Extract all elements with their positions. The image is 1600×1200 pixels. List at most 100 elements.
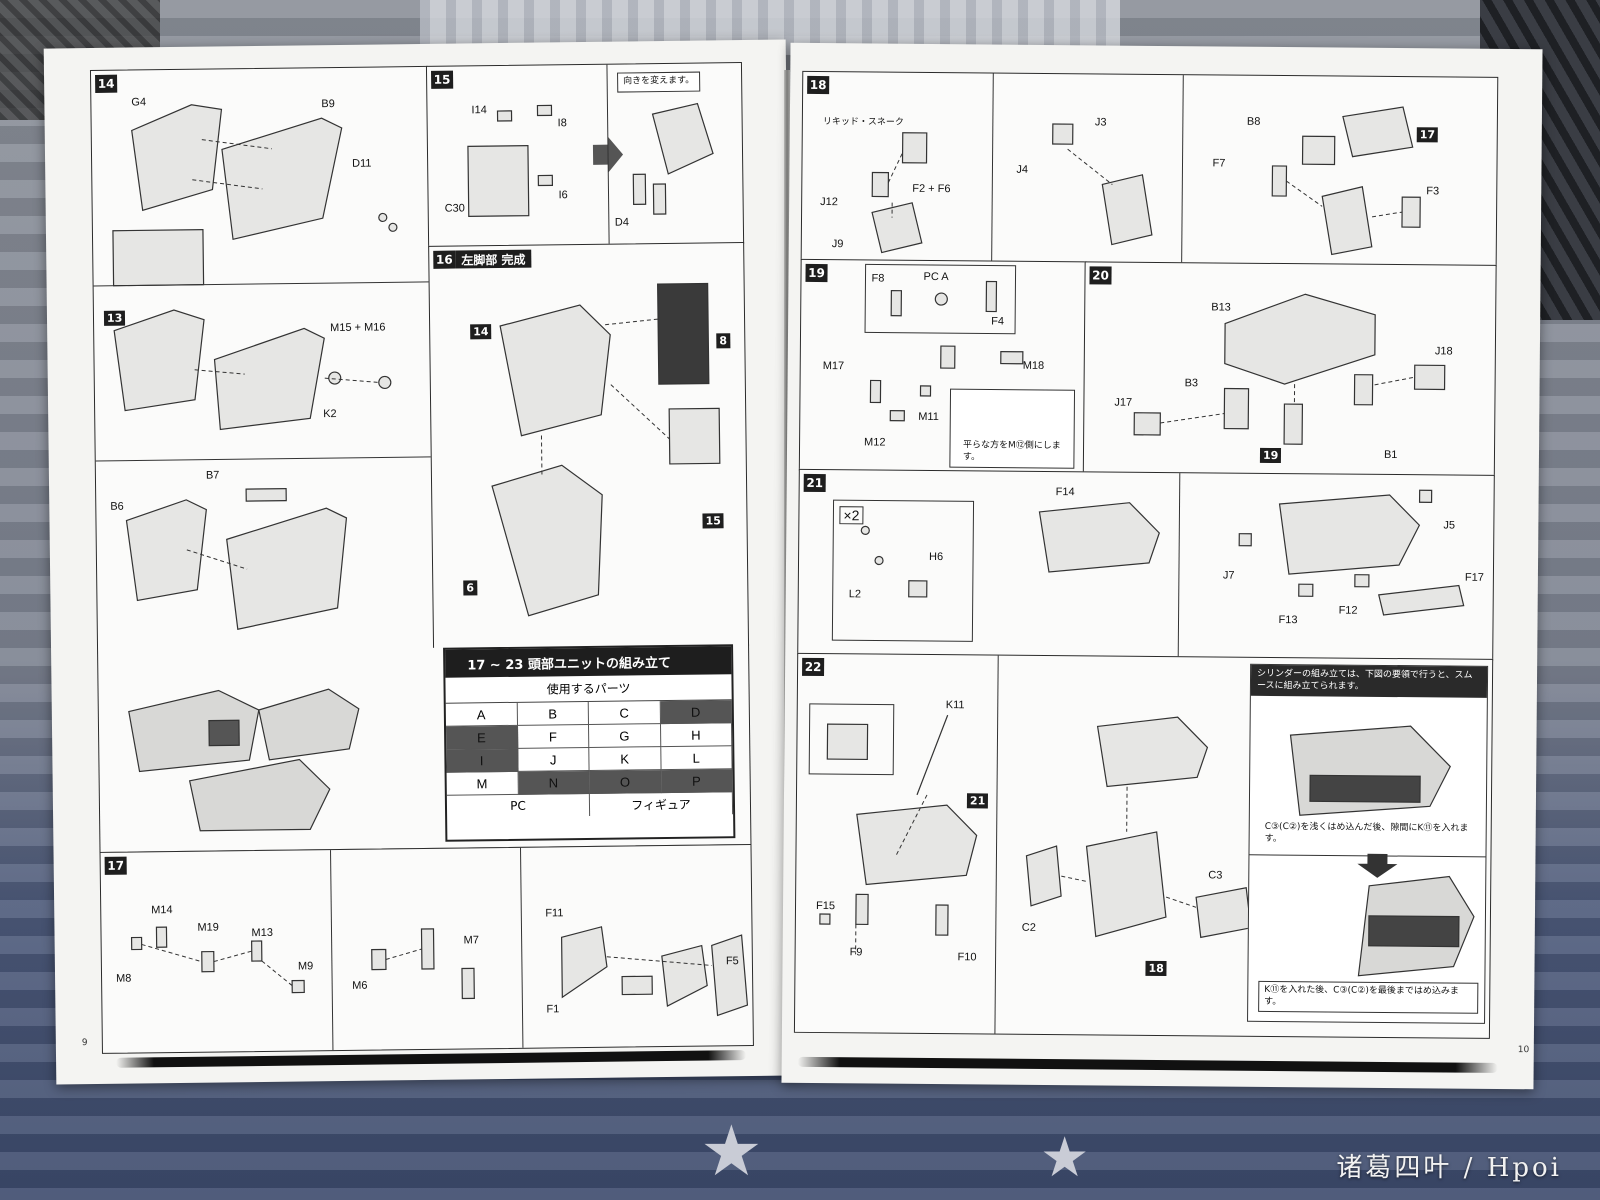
part-label: B1	[1383, 448, 1398, 462]
part-label: H6	[929, 550, 944, 564]
part-label: I14	[471, 104, 487, 117]
watermark: 诸葛四叶 / Hpoi	[1336, 1153, 1562, 1183]
parts-cell-g: G	[589, 724, 661, 748]
part-label: M15 + M16	[330, 321, 386, 335]
brush-stroke	[797, 1056, 1498, 1073]
part-label: リキッド・スネーク	[822, 116, 904, 127]
parts-cell-o: O	[589, 770, 662, 794]
star-decoration: ★	[1040, 1125, 1090, 1189]
part-label: M18	[1022, 359, 1045, 372]
subassembly-label: 15	[702, 513, 724, 529]
part-label: I6	[558, 189, 568, 202]
subassembly-label: 6	[463, 580, 478, 596]
parts-table-subtitle: 使用するパーツ	[445, 674, 732, 704]
part-label: J5	[1443, 519, 1456, 532]
part-label: M19	[197, 921, 219, 934]
parts-cell-l: L	[660, 746, 733, 771]
step-14-drawing	[93, 104, 432, 630]
subassembly-label: 21	[966, 793, 989, 809]
parts-cell-d: D	[660, 700, 732, 725]
part-label: L2	[848, 588, 862, 601]
cylinder-drawing	[1249, 725, 1486, 977]
step-16-panel: 16 左脚部 完成 14 8 15 6	[428, 242, 750, 650]
page-number: 9	[81, 1038, 88, 1049]
parts-table-footer: PC フィギュア	[446, 792, 734, 818]
completed-unit-drawing	[128, 688, 360, 832]
part-label: PC A	[923, 270, 949, 284]
orientation-note: 向きを変えます。	[617, 71, 701, 93]
parts-cell-n: N	[518, 770, 590, 795]
part-label: C2	[1021, 921, 1036, 934]
parts-footer-figure: フィギュア	[589, 792, 734, 816]
step-21-panel: 21 ×2 H6 L2 F14 J5 J7 F17 F13 F12	[797, 468, 1495, 661]
parts-cell-j: J	[517, 747, 590, 772]
part-label: F14	[1055, 486, 1075, 499]
left-page: 14 G4	[43, 39, 799, 1085]
subassembly-label: 19	[1259, 447, 1282, 464]
cylinder-note-bottom: K⑪を入れた後、C③(C②)を最後まではめ込みます。	[1258, 980, 1479, 1015]
part-label: K2	[323, 408, 337, 421]
step-14-panel: 14 G4	[89, 65, 436, 654]
part-label: B3	[1184, 377, 1199, 390]
part-label: B13	[1211, 301, 1231, 314]
part-label: M9	[297, 960, 314, 973]
part-label: F15	[815, 899, 836, 913]
part-label: C3	[1208, 869, 1223, 882]
part-label: F1	[546, 1003, 560, 1016]
step-15-panel: 15 I14 I8 C30 I6 D4 向きを変えます。	[425, 62, 745, 248]
subassembly-label: 13	[103, 310, 126, 326]
part-label: M8	[115, 972, 132, 985]
part-label: J7	[1222, 569, 1235, 582]
star-decoration: ★	[700, 1110, 763, 1192]
part-label: B9	[321, 98, 335, 111]
step-16-drawing	[491, 282, 721, 617]
parts-cell-m: M	[446, 771, 519, 796]
subassembly-label: 18	[1145, 960, 1167, 977]
part-label: M13	[251, 926, 273, 940]
part-label: K11	[945, 699, 965, 712]
part-label: J9	[831, 238, 844, 251]
step-19-panel: 19 F8 PC A F4 M17 M18 M11 M12 平らな方をM⑫側にし…	[798, 258, 1087, 474]
cylinder-note-middle: C③(C②)を浅くはめ込んだ後、隙間にK⑪を入れます。	[1259, 818, 1482, 851]
parts-table-title: 17 ~ 23 頭部ユニットの組み立て	[445, 646, 732, 678]
part-label: M17	[822, 360, 845, 373]
step-17-drawing	[130, 847, 749, 1051]
flat-side-note: 平らな方をM⑫側にします。	[962, 440, 1061, 463]
part-label: F5	[725, 955, 739, 968]
part-label: D11	[352, 157, 372, 170]
part-label: D4	[614, 216, 630, 229]
step-20-panel: 20 B13 J18 B3 J17 19 B1	[1082, 261, 1497, 477]
parts-cell-f: F	[517, 724, 590, 749]
part-label: M12	[864, 436, 886, 449]
part-label: F3	[1426, 185, 1440, 198]
part-label: J18	[1434, 345, 1453, 358]
parts-cell-c: C	[588, 701, 661, 725]
part-label: J3	[1094, 116, 1107, 129]
brush-stroke	[116, 1050, 747, 1068]
part-label: G4	[131, 96, 147, 109]
parts-cell-i: I	[446, 748, 519, 773]
step-17-panel: 17 M14 M19 M13 M8 M9	[99, 843, 754, 1054]
parts-cell-a: A	[445, 702, 518, 727]
step-19-drawing	[864, 263, 1076, 469]
parts-cell-e: E	[446, 725, 518, 750]
part-label: M7	[463, 934, 479, 947]
part-label: J12	[820, 196, 838, 209]
step-20-drawing	[1133, 293, 1446, 445]
parts-cell-b: B	[517, 701, 590, 726]
part-label: J17	[1114, 396, 1133, 409]
right-page: 18 リキッド・スネーク F2 + F6	[781, 42, 1543, 1090]
part-label: F7	[1212, 157, 1226, 170]
step-22-drawing	[808, 655, 1252, 1034]
parts-cell-h: H	[660, 723, 733, 748]
part-label: F2 + F6	[912, 182, 951, 196]
part-label: I8	[557, 117, 567, 130]
step-18-drawing	[871, 73, 1421, 264]
parts-cell-p: P	[661, 769, 733, 794]
part-label: M6	[352, 979, 368, 992]
step-15-drawing	[467, 64, 714, 245]
part-label: B8	[1246, 115, 1261, 128]
part-label: F17	[1464, 571, 1484, 584]
part-label: B7	[205, 469, 220, 482]
